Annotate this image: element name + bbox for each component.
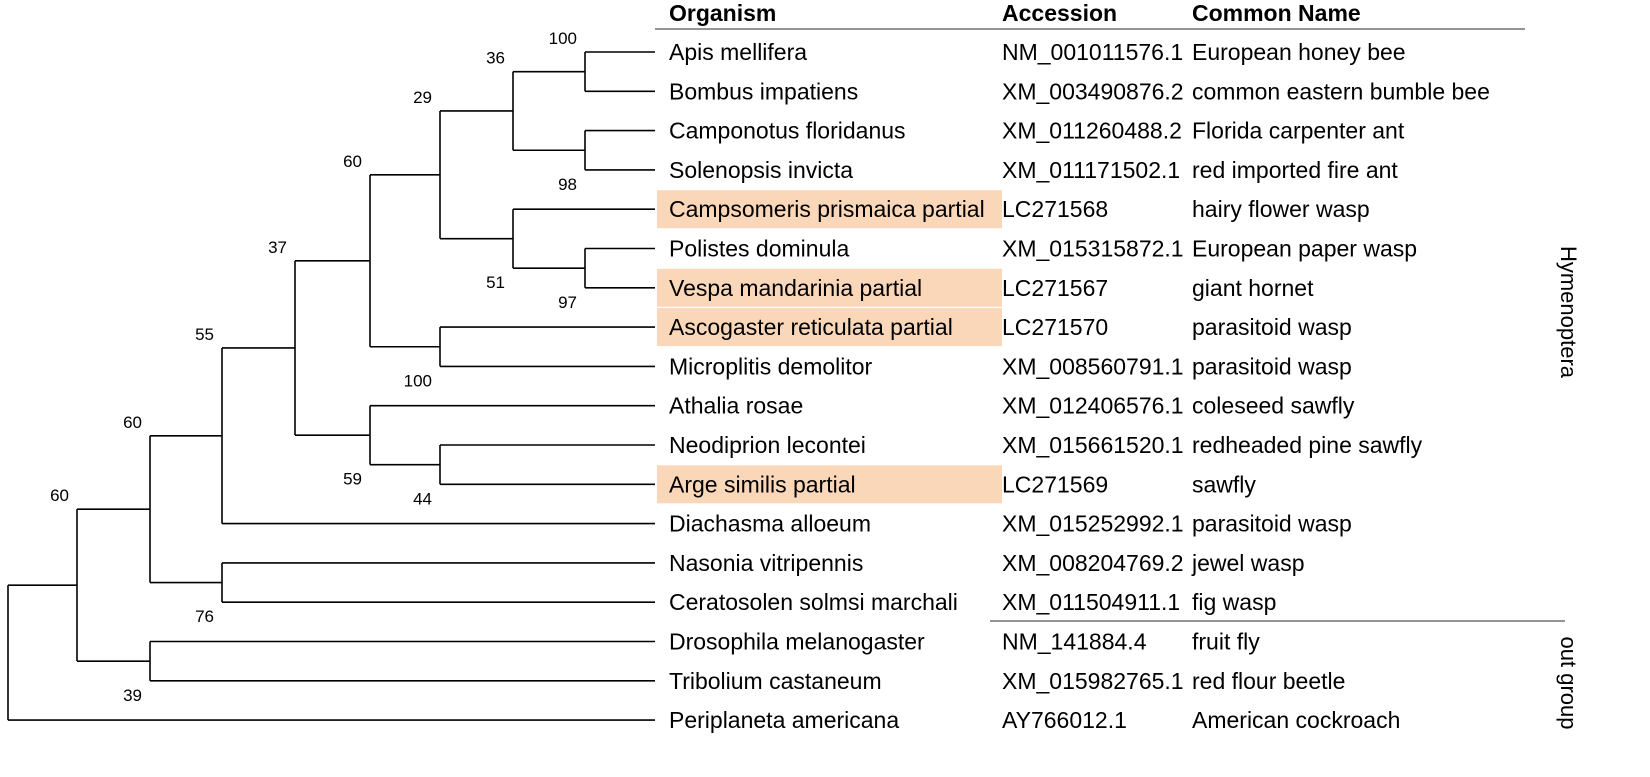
common-name: coleseed sawfly <box>1192 393 1355 419</box>
organism-name: Solenopsis invicta <box>669 157 853 183</box>
header-organism: Organism <box>669 0 776 26</box>
header-common-name: Common Name <box>1192 0 1361 26</box>
common-name: giant hornet <box>1192 275 1314 301</box>
accession-number: XM_015982765.1 <box>1002 668 1184 694</box>
highlight-box <box>657 268 1002 307</box>
tree-branches <box>7 51 655 721</box>
accession-number: XM_011504911.1 <box>1002 589 1180 615</box>
bootstrap-value: 39 <box>123 686 142 705</box>
common-name: parasitoid wasp <box>1192 314 1352 340</box>
bootstrap-value: 100 <box>549 29 577 48</box>
accession-number: LC271569 <box>1002 471 1108 497</box>
organism-name: Polistes dominula <box>669 236 849 262</box>
common-name: redheaded pine sawfly <box>1192 432 1423 458</box>
accession-number: XM_015252992.1 <box>1002 511 1184 537</box>
accession-number: XM_011171502.1 <box>1002 157 1180 183</box>
organism-name: Microplitis demolitor <box>669 353 873 379</box>
organism-name: Camponotus floridanus <box>669 118 906 144</box>
organism-name: Campsomeris prismaica partial <box>669 196 985 222</box>
common-name: common eastern bumble bee <box>1192 78 1490 104</box>
organism-name: Ceratosolen solmsi marchali <box>669 589 958 615</box>
taxa-table: Apis mellifera NM_001011576.1 European hon… <box>669 39 1490 733</box>
organism-name: Diachasma alloeum <box>669 511 871 537</box>
common-name: European paper wasp <box>1192 236 1417 262</box>
accession-number: XM_008560791.1 <box>1002 353 1184 379</box>
highlight-box <box>657 308 1002 347</box>
organism-name: Bombus impatiens <box>669 78 858 104</box>
common-name: American cockroach <box>1192 707 1400 733</box>
bootstrap-value: 100 <box>404 371 432 390</box>
organism-name: Apis mellifera <box>669 39 807 65</box>
bootstrap-value: 60 <box>123 413 142 432</box>
common-name: hairy flower wasp <box>1192 196 1370 222</box>
organism-name: Ascogaster reticulata partial <box>669 314 953 340</box>
bootstrap-value: 60 <box>50 486 69 505</box>
bootstrap-value: 44 <box>413 489 432 508</box>
bootstrap-value: 51 <box>486 273 505 292</box>
group-label-hymenoptera: Hymenoptera <box>1556 246 1581 379</box>
organism-name: Tribolium castaneum <box>669 668 882 694</box>
accession-number: LC271570 <box>1002 314 1108 340</box>
bootstrap-value: 76 <box>195 607 214 626</box>
common-name: fruit fly <box>1192 629 1260 655</box>
bootstrap-value: 59 <box>343 470 362 489</box>
common-name: Florida carpenter ant <box>1192 118 1405 144</box>
common-name: parasitoid wasp <box>1192 511 1352 537</box>
common-name: red flour beetle <box>1192 668 1345 694</box>
organism-name: Nasonia vitripennis <box>669 550 863 576</box>
bootstrap-value: 98 <box>558 175 577 194</box>
accession-number: XM_011260488.2 <box>1002 118 1182 144</box>
common-name: parasitoid wasp <box>1192 353 1352 379</box>
accession-number: NM_141884.4 <box>1002 629 1147 655</box>
bootstrap-value: 55 <box>195 325 214 344</box>
accession-number: AY766012.1 <box>1002 707 1127 733</box>
bootstrap-values: 60 60 55 37 60 29 36 100 98 51 97 100 59 44 76 39 <box>50 29 577 705</box>
header-accession: Accession <box>1002 0 1117 26</box>
organism-name: Neodiprion lecontei <box>669 432 866 458</box>
group-label-outgroup: out group <box>1556 637 1581 730</box>
accession-number: NM_001011576.1 <box>1002 39 1183 65</box>
highlight-layer <box>657 190 1002 504</box>
bootstrap-value: 36 <box>486 49 505 68</box>
highlight-box <box>657 190 1002 229</box>
accession-number: XM_012406576.1 <box>1002 393 1184 419</box>
organism-name: Arge similis partial <box>669 471 856 497</box>
common-name: sawfly <box>1192 471 1256 497</box>
accession-number: LC271567 <box>1002 275 1108 301</box>
common-name: fig wasp <box>1192 589 1276 615</box>
bootstrap-value: 97 <box>558 293 577 312</box>
accession-number: XM_003490876.2 <box>1002 78 1184 104</box>
common-name: European honey bee <box>1192 39 1406 65</box>
bootstrap-value: 60 <box>343 152 362 171</box>
accession-number: XM_015661520.1 <box>1002 432 1184 458</box>
organism-name: Drosophila melanogaster <box>669 629 925 655</box>
organism-name: Athalia rosae <box>669 393 803 419</box>
accession-number: LC271568 <box>1002 196 1108 222</box>
organism-name: Periplaneta americana <box>669 707 899 733</box>
bootstrap-value: 37 <box>268 238 287 257</box>
common-name: red imported fire ant <box>1192 157 1398 183</box>
accession-number: XM_015315872.1 <box>1002 236 1184 262</box>
accession-number: XM_008204769.2 <box>1002 550 1184 576</box>
organism-name: Vespa mandarinia partial <box>669 275 922 301</box>
bootstrap-value: 29 <box>413 88 432 107</box>
highlight-box <box>657 465 1002 504</box>
common-name: jewel wasp <box>1191 550 1305 576</box>
